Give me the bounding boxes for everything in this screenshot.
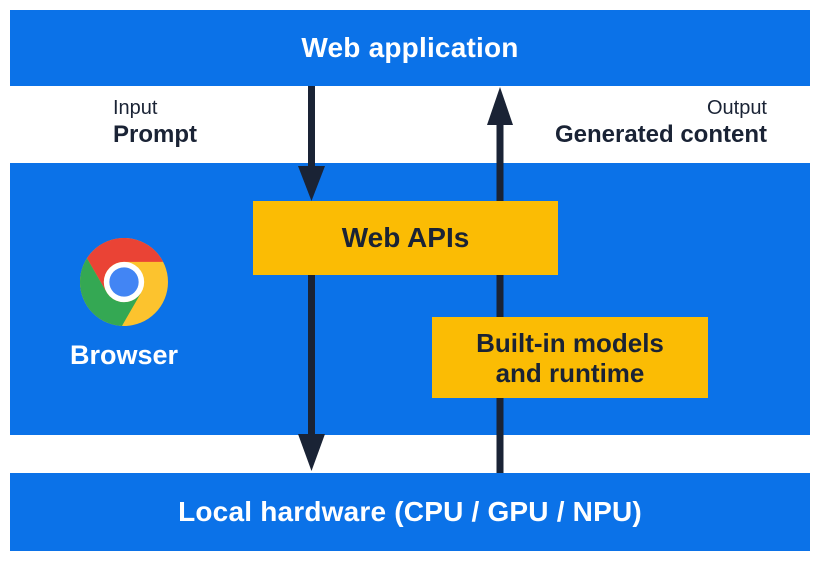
local-hardware-label: Local hardware (CPU / GPU / NPU) bbox=[178, 496, 642, 527]
web-application-layer: Web application bbox=[10, 10, 810, 86]
builtin-models-label-line2: and runtime bbox=[495, 357, 645, 388]
chrome-logo-icon bbox=[80, 238, 168, 326]
web-application-label: Web application bbox=[301, 32, 519, 63]
builtin-models-label-line1: Built-in models bbox=[476, 327, 664, 358]
input-value: Prompt bbox=[113, 120, 197, 148]
output-caption-group: Output Generated content bbox=[555, 97, 767, 149]
output-caption: Output bbox=[706, 97, 767, 119]
builtin-models-box: Built-in models and runtime bbox=[432, 317, 708, 398]
web-apis-box: Web APIs bbox=[253, 201, 558, 275]
local-hardware-layer: Local hardware (CPU / GPU / NPU) bbox=[10, 473, 810, 551]
browser-label: Browser bbox=[69, 340, 179, 370]
input-caption-group: Input Prompt bbox=[113, 97, 197, 149]
output-value: Generated content bbox=[554, 120, 767, 148]
input-caption: Input bbox=[113, 97, 158, 119]
chrome-icon bbox=[80, 238, 168, 326]
web-apis-label: Web APIs bbox=[341, 222, 470, 253]
